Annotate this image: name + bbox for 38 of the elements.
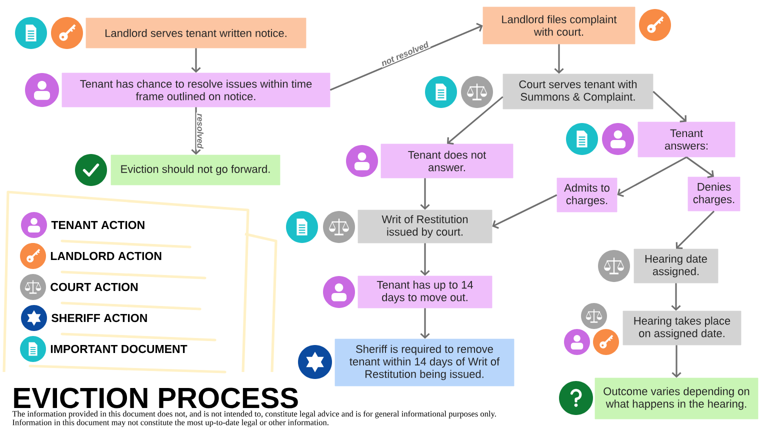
arrow (554, 44, 564, 74)
arrow (420, 308, 430, 339)
arrow (191, 48, 201, 73)
process-box: Denies charges. (688, 176, 740, 212)
process-box: Eviction should not go forward. (110, 154, 280, 186)
arrow (420, 243, 430, 276)
arrow (672, 345, 682, 378)
arrow (492, 194, 558, 229)
legend-label: LANDLORD ACTION (50, 252, 162, 260)
arrow (191, 107, 201, 155)
arrow (420, 178, 430, 210)
arrow (330, 22, 483, 91)
process-box: Tenant has chance to resolve issues within time frame outlined on notice. (62, 72, 330, 108)
process-box: Court serves tenant with Summons & Complaint. (502, 74, 654, 110)
legend-label: COURT ACTION (50, 282, 138, 292)
process-box: Landlord serves tenant written notice. (86, 18, 306, 48)
arrow (676, 210, 715, 250)
edge-label: resolved (196, 112, 204, 150)
arrow (652, 90, 686, 122)
legend-label: IMPORTANT DOCUMENT (50, 344, 188, 354)
process-box: Outcome varies depending on what happens in the hearing. (594, 378, 758, 420)
caption: The information provided in this document does not, and is not intended to, constitute legal advice and is for general informational purposes only. Information in this document may not constitute the most up-to-date legal or other information. (12, 410, 496, 427)
process-box: Sheriff is required to remove tenant within 14 days of Writ of Restitution being issued. (334, 338, 514, 386)
legend-label: TENANT ACTION (51, 220, 144, 230)
process-box: Writ of Restitution issued by court. (358, 210, 492, 244)
process-box: Admits to charges. (556, 178, 618, 212)
arrow (447, 96, 504, 145)
process-box: Hearing takes place on assigned date. (622, 310, 742, 346)
legend-label: SHERIFF ACTION (52, 314, 147, 322)
process-box: Tenant has up to 14 days to move out. (358, 276, 492, 308)
process-box: Tenant answers: (638, 122, 736, 158)
process-box: Hearing date assigned. (634, 248, 718, 284)
arrow (617, 156, 687, 198)
arrow (671, 283, 681, 311)
arrow (686, 156, 714, 178)
process-box: Tenant does not answer. (380, 144, 514, 178)
title: EVICTION PROCESS (14, 388, 298, 408)
process-box: Landlord files complaint with court. (482, 6, 636, 44)
